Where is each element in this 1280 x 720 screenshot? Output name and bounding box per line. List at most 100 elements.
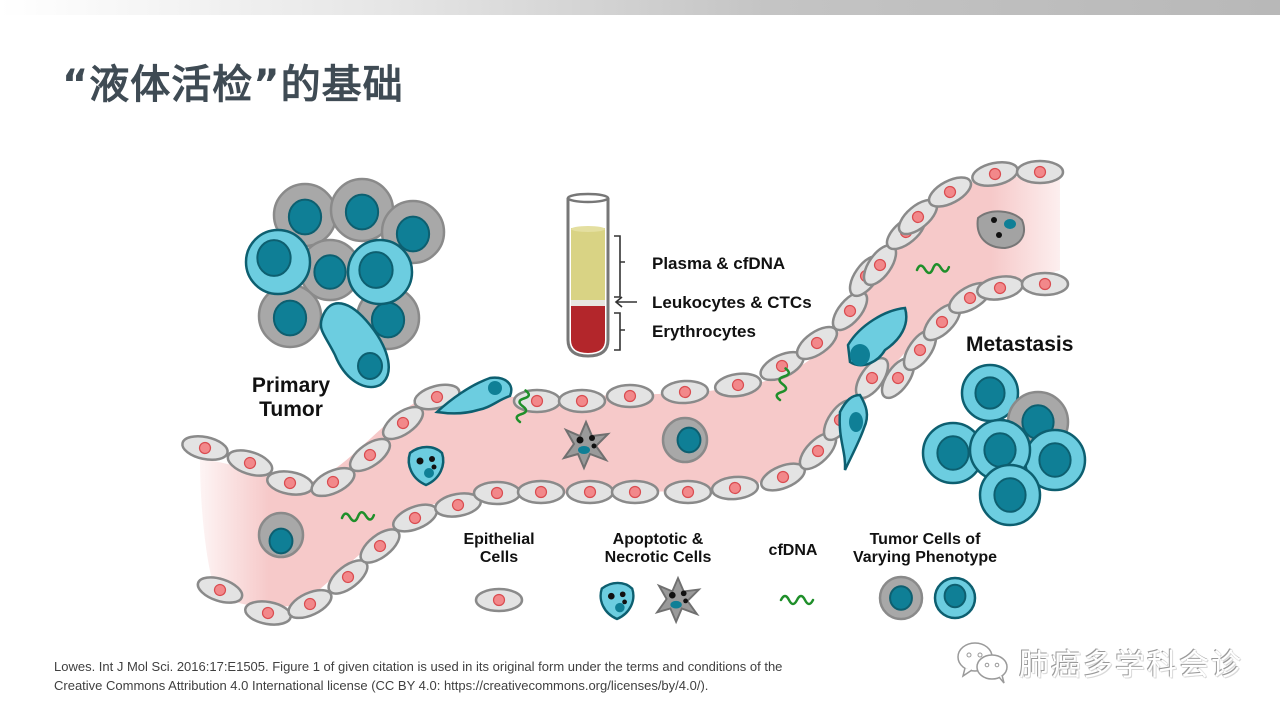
legend-epithelial-line1: Epithelial [463, 531, 535, 548]
epithelial-cell [927, 176, 973, 208]
epithelial-nucleus [213, 583, 227, 597]
epithelial-cell [512, 388, 562, 414]
epithelial-nucleus [913, 343, 927, 357]
epithelial-nucleus [583, 485, 597, 499]
epithelial-nucleus [810, 336, 824, 350]
epithelial-cell [660, 379, 710, 405]
epithelial-nucleus [490, 486, 504, 500]
epithelial-nucleus [811, 444, 825, 458]
wechat-icon [957, 642, 1008, 684]
buffy-coat-arrow [614, 296, 637, 308]
epithelial-nucleus [261, 606, 275, 620]
epithelial-nucleus [865, 371, 879, 385]
epithelial-nucleus [988, 167, 1002, 181]
legend-tumor-line2: Varying Phenotype [852, 549, 998, 567]
vessel-lumen [200, 176, 1060, 607]
epithelial-nucleus [776, 470, 790, 484]
epithelial-nucleus [1033, 165, 1047, 179]
epithelial-cell [196, 576, 244, 604]
tumor-cell-blue [921, 421, 985, 485]
epithelial-cell [310, 466, 356, 498]
citation-line1: Lowes. Int J Mol Sci. 2016:17:E1505. Fig… [54, 659, 783, 674]
fragment [416, 457, 424, 465]
epithelial-cell [1015, 159, 1065, 185]
epithelial-nucleus [628, 485, 642, 499]
tumor-cell-gray [661, 416, 709, 464]
tube-label-plasma: Plasma & cfDNA [652, 254, 786, 273]
legend-apoptotic-line2: Necrotic Cells [604, 549, 712, 567]
fragment [607, 592, 615, 600]
epithelial-cell [710, 475, 760, 501]
epithelial-nucleus [873, 258, 887, 272]
epithelial-cell [226, 449, 274, 477]
fragment [591, 443, 597, 449]
tumor-nucleus [287, 198, 323, 236]
epithelial-nucleus [396, 416, 410, 430]
tumor-nucleus [676, 426, 702, 454]
legend-epithelial-line2: Cells [479, 549, 519, 567]
tumor-nucleus [1038, 442, 1072, 478]
epithelial-cell [266, 470, 314, 496]
epithelial-nucleus [341, 570, 355, 584]
tube-label-leukocytes: Leukocytes & CTCs [652, 293, 812, 312]
fragment [431, 464, 437, 470]
tumor-cell-blue [244, 228, 312, 296]
necrotic-cell [654, 575, 702, 625]
cfdna-fragment [915, 263, 951, 275]
plasma-bracket [614, 235, 625, 298]
tumor-cell-gray [272, 182, 338, 248]
tumor-nucleus [256, 239, 292, 277]
cfdna-fragment [779, 594, 815, 606]
epithelial-nucleus [843, 304, 857, 318]
epithelial-nucleus [492, 593, 506, 607]
tumor-nucleus [993, 477, 1027, 513]
epithelial-nucleus [198, 441, 212, 455]
legend-apoptotic-label: Apoptotic & Necrotic Cells [592, 531, 724, 568]
legend-cfdna-label: cfDNA [768, 542, 818, 559]
plasma-meniscus [571, 226, 605, 232]
tube-layer-buffy-coat [571, 300, 605, 306]
primary-tumor-label-line2: Tumor [259, 398, 323, 422]
tumor-nucleus [357, 352, 383, 380]
epithelial-nucleus [678, 385, 692, 399]
fragment [576, 436, 584, 444]
tumor-nucleus [974, 376, 1006, 410]
vessel-wall-epithelial-cells [181, 159, 1070, 626]
epithelial-nucleus [575, 394, 589, 408]
fragment [683, 598, 688, 604]
tumor-nucleus [268, 527, 294, 555]
tube-rim [566, 192, 610, 204]
tube-layer-erythrocytes [571, 306, 605, 353]
tumor-cell-blue [1023, 428, 1087, 492]
apoptotic-cell-gray [976, 210, 1025, 250]
epithelial-nucleus [408, 511, 422, 525]
primary-tumor-label: Primary Tumor [236, 374, 346, 422]
tumor-nucleus [272, 299, 308, 337]
metastasis-label: Metastasis [966, 333, 1074, 356]
epithelial-cell [381, 405, 425, 441]
epithelial-nucleus [534, 485, 548, 499]
top-gradient-bar [0, 0, 1280, 15]
epithelial-nucleus [728, 481, 742, 495]
epithelial-nucleus [243, 456, 257, 470]
epithelial-nucleus [731, 378, 745, 392]
tumor-cell-blue [978, 463, 1042, 527]
epithelial-cell [557, 388, 607, 414]
tumor-cell-gray [257, 283, 323, 349]
epithelial-nucleus [1038, 277, 1052, 291]
epithelial-cell [1020, 271, 1070, 297]
legend-apoptotic-line1: Apoptotic & [612, 531, 704, 548]
epithelial-nucleus [303, 597, 317, 611]
tumor-cell-gray [257, 511, 305, 559]
epithelial-nucleus [326, 475, 340, 489]
epithelial-cell [287, 588, 333, 620]
epithelial-cell [474, 587, 524, 613]
tumor-cell-blue [346, 238, 414, 306]
epithelial-cell [181, 434, 229, 462]
cfdna-fragment [340, 511, 376, 523]
fragment [668, 591, 676, 599]
epithelial-nucleus [943, 185, 957, 199]
apoptotic-cell [407, 445, 445, 487]
tube-layer-plasma [571, 228, 605, 300]
necrotic-cell [561, 419, 611, 471]
